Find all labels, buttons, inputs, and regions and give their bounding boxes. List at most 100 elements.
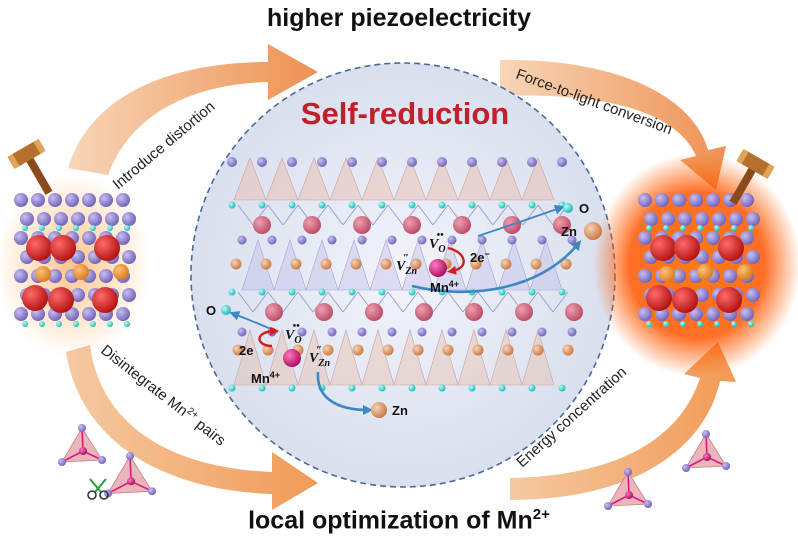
block-atom-purple [706,193,720,207]
lattice-tetrahedron [361,157,395,201]
lattice-atom-oxygen [348,384,356,392]
lattice-bond [282,204,299,226]
crystal-block-left [0,173,151,357]
mn4-atom-left [283,349,301,367]
lattice-atom-purple [507,327,517,337]
lattice-atom-oxygen [408,384,416,392]
lattice-atom-oxygen [468,384,476,392]
lattice-atom-purple [417,235,427,245]
lattice-atom-zinc [412,344,424,356]
block-atom-purple [31,193,45,207]
block-atom-red [26,235,52,261]
lattice-bond [477,204,494,226]
block-atom-cyan [22,321,28,327]
block-atom-purple [14,193,28,207]
title-local-optimization: local optimization of Mn2+ [0,506,798,535]
block-atom-purple [729,212,743,226]
block-atom-purple [82,231,96,245]
lattice-atom-oxygen [258,288,266,296]
lattice-atom-zinc [380,258,392,270]
tetrahedron-mn-atom [79,447,87,455]
lattice-atom-zinc [262,344,274,356]
block-atom-red [94,235,120,261]
block-atom-purple [82,307,96,321]
block-atom-purple [746,212,760,226]
block-atom-cyan [124,225,130,231]
lattice-atom-pink [515,303,533,321]
block-atom-cyan [731,225,737,231]
block-atom-cyan [90,225,96,231]
lattice-atom-zinc [532,344,544,356]
lattice-atom-purple [407,157,417,167]
lattice-atom-oxygen [468,201,476,209]
lattice-tetrahedron [457,157,491,201]
block-atom-cyan [107,321,113,327]
hammer-icon-left [7,138,53,195]
o-label-right: O [579,201,589,216]
lattice-bond [327,204,344,226]
lattice-atom-zinc [350,258,362,270]
lattice-bond [402,291,419,313]
block-atom-purple [14,307,28,321]
lattice-atom-oxygen [408,201,416,209]
block-atom-purple [14,231,28,245]
lattice-atom-purple [287,157,297,167]
block-atom-cyan [39,225,45,231]
electron-arrow-left [258,326,279,348]
lattice-atom-pink [453,216,471,234]
block-atom-cyan [90,321,96,327]
block-atom-purple [116,193,130,207]
block-atom-purple [723,269,737,283]
block-atom-purple [740,193,754,207]
lattice-bond [492,204,509,226]
tetrahedron-vertex-atom [126,452,134,460]
block-atom-purple [99,269,113,283]
electron-arrow-right [447,246,465,275]
lattice-tetrahedron [361,328,395,386]
lattice-atom-zinc [560,258,572,270]
o-escape-arrow-right [477,204,565,237]
lattice-atom-oxygen [378,288,386,296]
block-atom-purple [122,212,136,226]
block-atom-cyan [680,321,686,327]
lattice-atom-oxygen [288,201,296,209]
block-atom-cyan [731,321,737,327]
arrow-top-right [500,59,726,190]
lattice-bond [282,291,299,313]
lattice-atom-pink [465,303,483,321]
block-atom-red [48,287,74,313]
block-atom-orange [73,264,89,280]
lattice-atom-pink [365,303,383,321]
block-atom-purple [122,250,136,264]
lattice-bond [267,204,284,226]
zn-label-right: Zn [561,224,577,239]
block-atom-purple [82,193,96,207]
block-atom-red [646,285,672,311]
mn4-atom-right [429,259,447,277]
lattice-atom-oxygen [288,288,296,296]
block-atom-cyan [73,321,79,327]
lattice-atom-oxygen [258,384,266,392]
lattice-atom-zinc [322,344,334,356]
lattice-bond [387,291,404,313]
lattice-tetrahedron [489,157,523,201]
lattice-atom-zinc [232,344,244,356]
lattice-atom-purple [437,157,447,167]
lattice-atom-zinc [352,344,364,356]
block-atom-cyan [714,321,720,327]
mn-tetrahedra-pair-left [58,424,156,498]
lattice-atom-zinc [562,344,574,356]
lattice-atom-purple [357,235,367,245]
lattice-atom-purple [347,157,357,167]
block-atom-red [22,285,48,311]
lattice-tetrahedron [329,328,363,386]
tetrahedron-vertex-atom [78,424,86,432]
tetrahedron-vertex-atom [624,468,632,476]
block-atom-purple [54,212,68,226]
block-atom-purple [706,307,720,321]
lattice-atom-purple [507,235,517,245]
crystal-block-right-glowing [593,153,798,377]
tetrahedron-bond [129,455,132,482]
block-atom-orange [659,266,675,282]
lattice-atom-purple [237,235,247,245]
